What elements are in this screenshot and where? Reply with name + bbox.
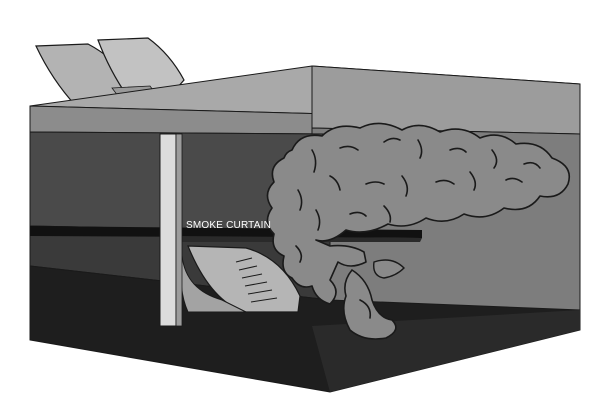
smoke-curtain-label: SMOKE CURTAIN xyxy=(186,220,271,231)
support-column xyxy=(160,134,182,326)
